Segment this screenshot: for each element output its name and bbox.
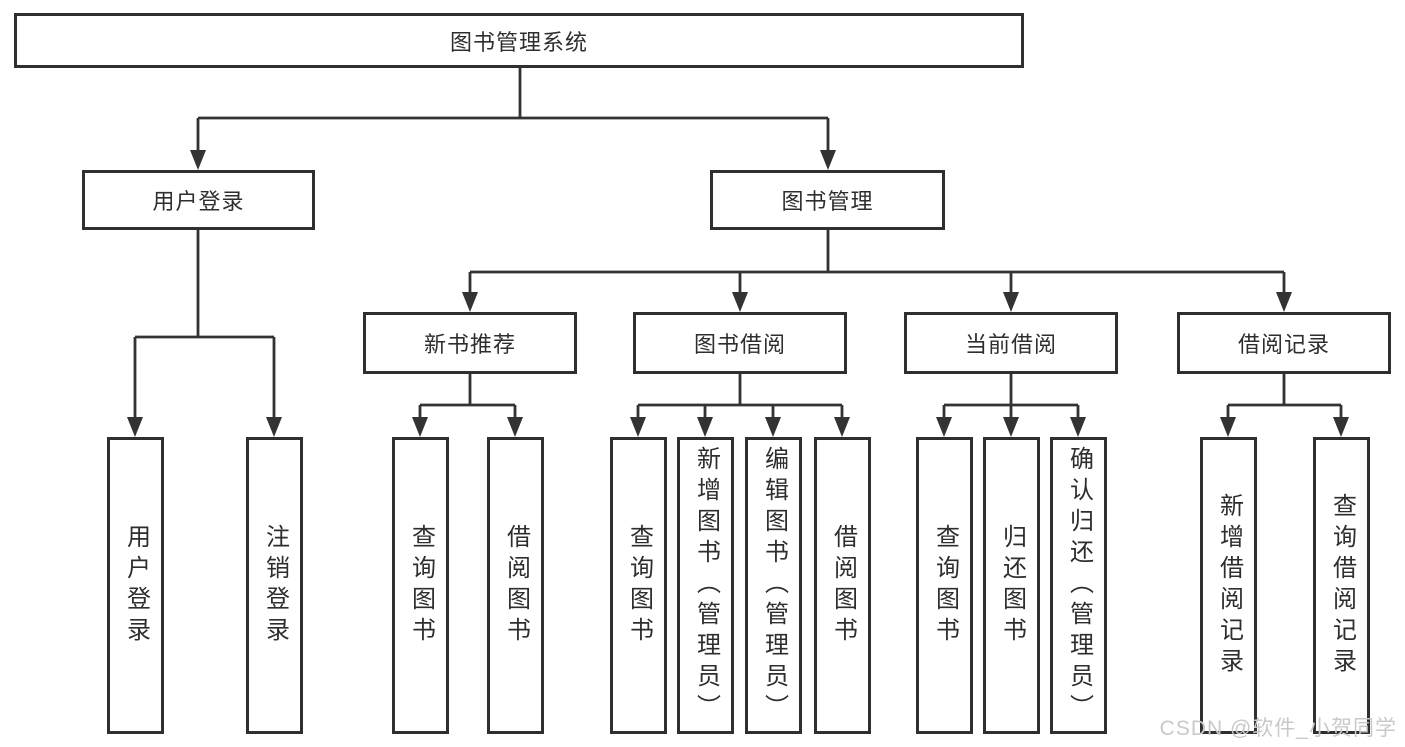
node-borrow-records-label: 借阅记录 [1237,332,1330,357]
leaf-return-books: 归还图书 [983,437,1040,734]
node-book-borrow-label: 图书借阅 [693,332,786,357]
leaf-borrow-books-2: 借阅图书 [814,437,871,734]
leaf-add-borrow-record-label: 新增借阅记录 [1215,492,1243,679]
node-root-label: 图书管理系统 [449,29,588,55]
leaf-borrow-books-1: 借阅图书 [487,437,544,734]
node-root: 图书管理系统 [14,13,1024,68]
leaf-add-books-admin-label: 新增图书（管理员） [692,446,720,725]
leaf-edit-books-admin: 编辑图书（管理员） [745,437,802,734]
leaf-query-books-3-label: 查询图书 [931,523,959,648]
leaf-query-books-1-label: 查询图书 [407,523,435,648]
node-current-borrow-label: 当前借阅 [964,332,1057,357]
node-current-borrow: 当前借阅 [904,312,1118,374]
leaf-add-borrow-record: 新增借阅记录 [1200,437,1257,734]
node-book-management-label: 图书管理 [781,189,874,214]
node-user-login-branch-label: 用户登录 [152,189,245,214]
leaf-query-books-3: 查询图书 [916,437,973,734]
leaf-edit-books-admin-label: 编辑图书（管理员） [760,446,788,725]
node-new-book-recommend: 新书推荐 [363,312,577,374]
leaf-add-books-admin: 新增图书（管理员） [677,437,734,734]
leaf-confirm-return-admin: 确认归还（管理员） [1050,437,1107,734]
leaf-query-borrow-record-label: 查询借阅记录 [1328,492,1356,679]
leaf-return-books-label: 归还图书 [998,523,1026,648]
leaf-query-borrow-record: 查询借阅记录 [1313,437,1370,734]
arrowheads [127,150,1349,437]
leaf-logout-label: 注销登录 [261,523,289,648]
leaf-logout: 注销登录 [246,437,303,734]
watermark: CSDN @软件_小贺同学 [1159,717,1397,740]
leaf-user-login: 用户登录 [107,437,164,734]
leaf-query-books-2: 查询图书 [610,437,667,734]
leaf-query-books-1: 查询图书 [392,437,449,734]
node-borrow-records: 借阅记录 [1177,312,1391,374]
leaf-query-books-2-label: 查询图书 [625,523,653,648]
connector-paths [133,67,1343,419]
leaf-borrow-books-1-label: 借阅图书 [502,523,530,648]
leaf-borrow-books-2-label: 借阅图书 [829,523,857,648]
node-book-borrow: 图书借阅 [633,312,847,374]
node-new-book-recommend-label: 新书推荐 [423,332,516,357]
node-book-management: 图书管理 [710,170,945,230]
node-user-login-branch: 用户登录 [82,170,315,230]
leaf-confirm-return-admin-label: 确认归还（管理员） [1065,446,1093,725]
leaf-user-login-label: 用户登录 [122,523,150,648]
